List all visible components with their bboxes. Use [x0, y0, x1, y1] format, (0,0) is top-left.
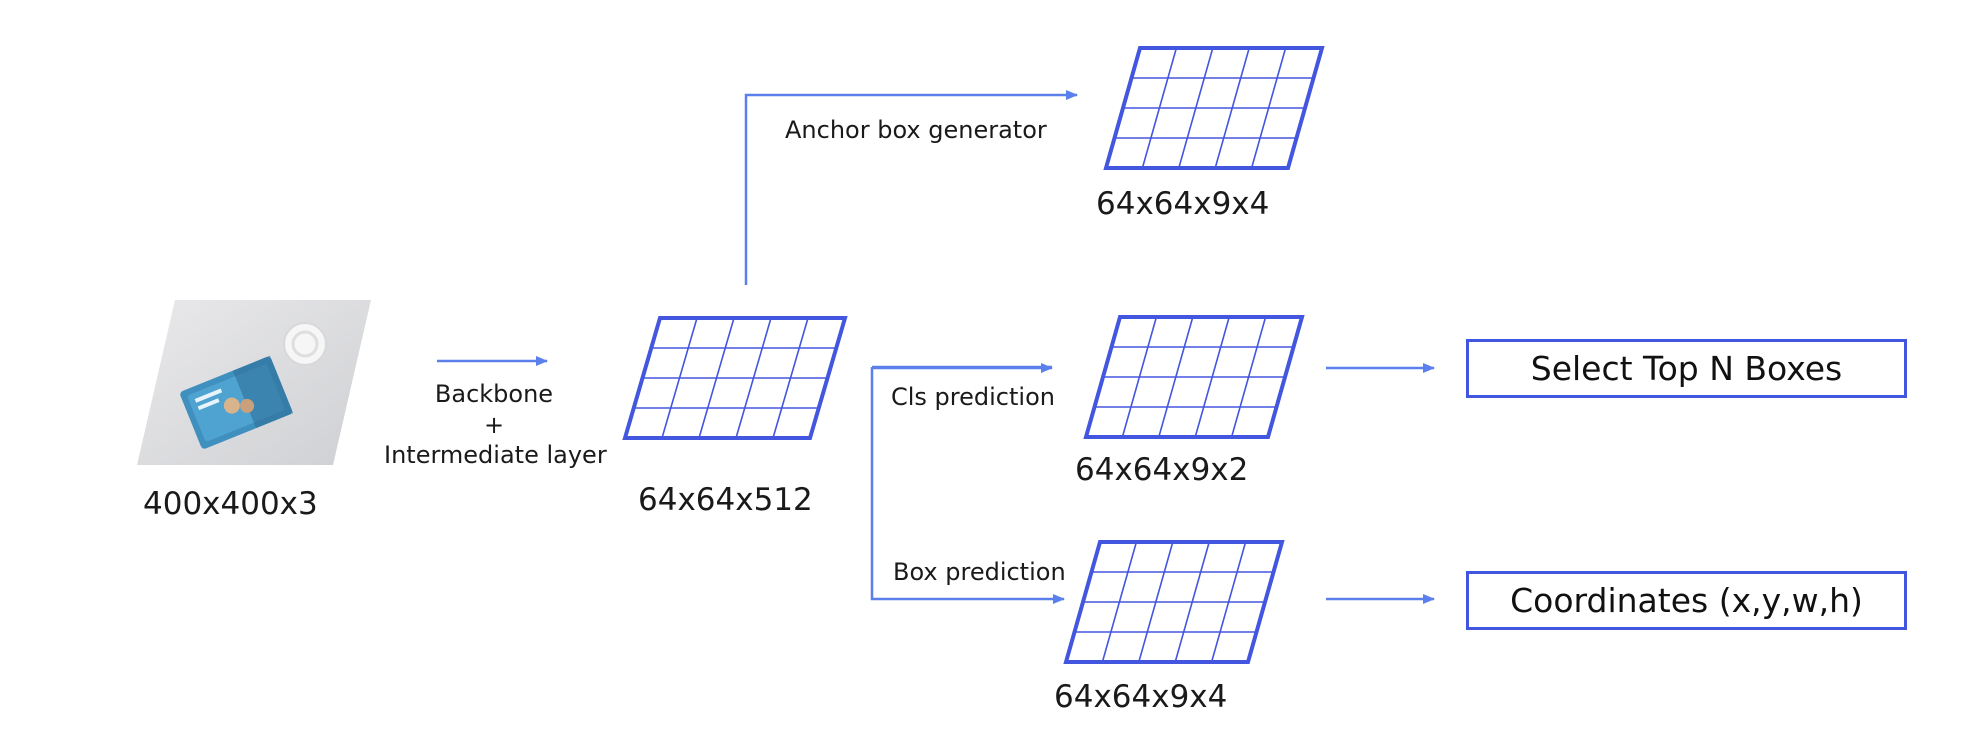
grid-col-line [1101, 541, 1138, 663]
grid-col-line [661, 317, 698, 439]
input-dimension-label: 400x400x3 [143, 486, 318, 522]
grid-col-line [1214, 47, 1250, 169]
anchor-map-grid [1103, 46, 1325, 170]
grid-col-line [1138, 541, 1174, 663]
grid-outline [1103, 46, 1325, 170]
grid-col-line [1230, 316, 1267, 438]
grid-col-line [772, 317, 809, 439]
grid-col-line [1174, 541, 1210, 663]
box-map-grid [1063, 540, 1285, 664]
anchor-dimension-label: 64x64x9x4 [1096, 186, 1270, 222]
grid-outline [622, 316, 848, 440]
anchor-box-generator-label: Anchor box generator [785, 116, 1047, 144]
anchor-arrow [744, 90, 1078, 285]
grid-col-line [1194, 316, 1230, 438]
cls-dimension-label: 64x64x9x2 [1075, 452, 1249, 488]
grid-col-line [1121, 316, 1158, 438]
box-dimension-label: 64x64x9x4 [1054, 679, 1228, 715]
grid-col-line [1178, 47, 1214, 169]
grid-col-line [1141, 47, 1178, 169]
grid-col-line [735, 317, 772, 439]
grid-outline [1083, 315, 1305, 439]
grid-outline [1063, 540, 1285, 664]
input-image [137, 300, 371, 465]
box-arrow [870, 367, 1065, 604]
cls-prediction-label: Cls prediction [891, 383, 1055, 411]
backbone-label-line3: Intermediate layer [384, 441, 607, 469]
grid-col-line [1210, 541, 1247, 663]
coordinates-output: Coordinates (x,y,w,h) [1466, 571, 1907, 630]
grid-col-line [698, 317, 735, 439]
cls-map-grid [1083, 315, 1305, 439]
feature-map-grid [622, 316, 848, 440]
grid-col-line [1158, 316, 1194, 438]
box-prediction-label: Box prediction [893, 558, 1066, 586]
feature-dimension-label: 64x64x512 [638, 482, 813, 518]
backbone-label-line1: Backbone [434, 380, 554, 408]
grid-col-line [1250, 47, 1287, 169]
select-top-n-boxes: Select Top N Boxes [1466, 339, 1907, 398]
backbone-label-line2: + [483, 411, 505, 439]
